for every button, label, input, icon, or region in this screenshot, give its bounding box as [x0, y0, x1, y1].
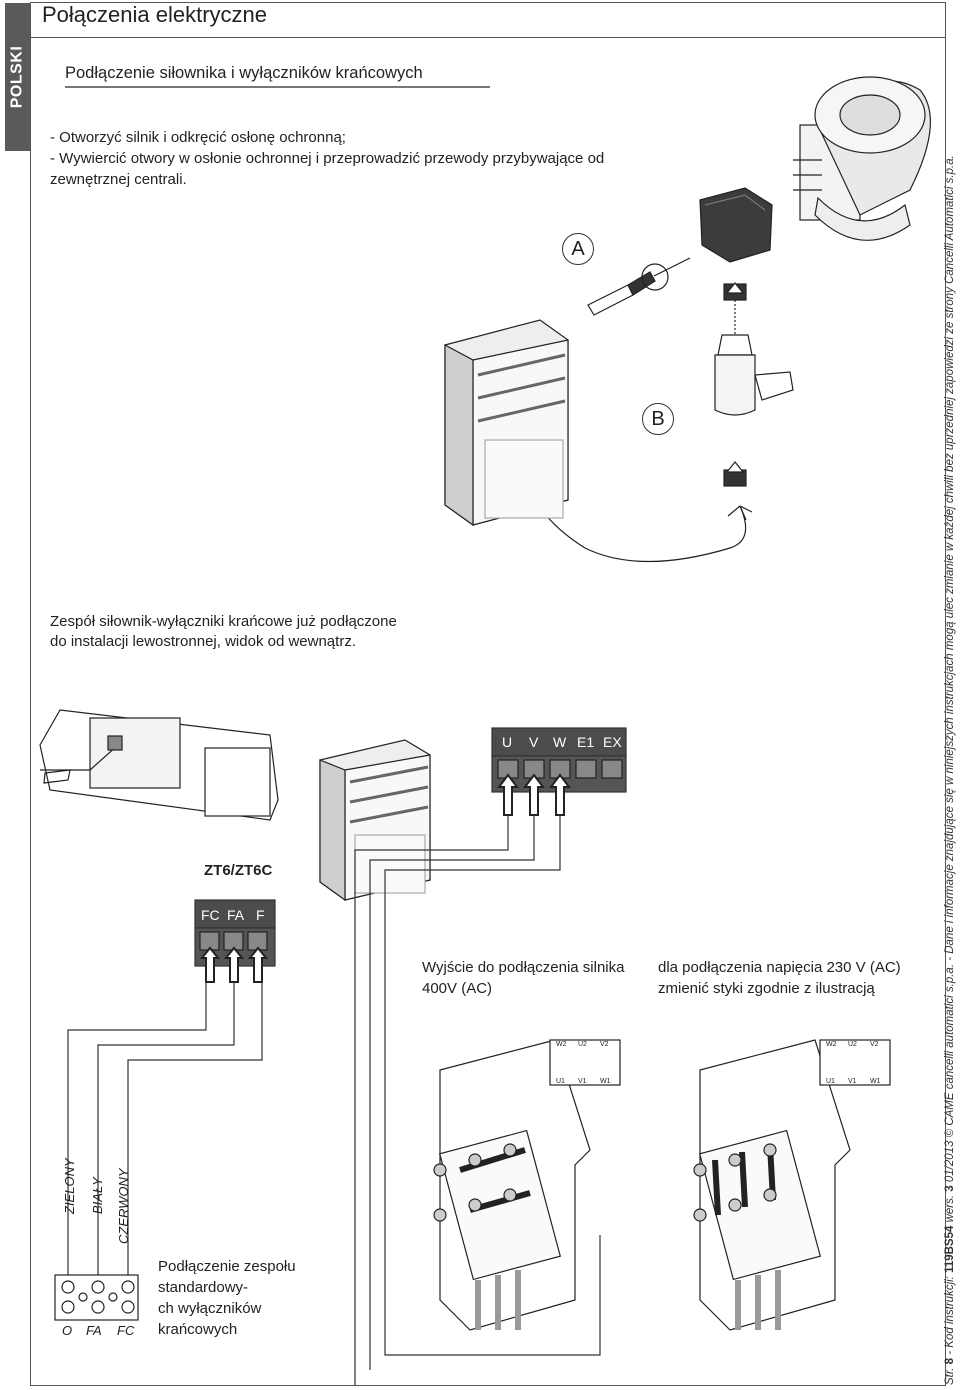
motor-terminal-block	[491, 727, 627, 816]
output-caption: Wyjście do podłączenia silnika 400V (AC)	[422, 959, 625, 997]
plate-label: U1	[826, 1078, 835, 1085]
terminal-label: FA	[227, 907, 245, 923]
footer-note: Str. 8 - Kod instrukcji: 119BS54 wers. 3…	[944, 155, 956, 1385]
terminal-label: E1	[577, 734, 595, 750]
terminal-label: V	[529, 734, 539, 750]
plate-label: U2	[848, 1041, 857, 1048]
switch-terminal-label: O	[62, 1323, 73, 1338]
plate-label: U1	[556, 1078, 565, 1085]
standard-limit-caption: Podłączenie zespołu standardowy- ch wyłą…	[158, 1258, 296, 1338]
callout-a: A	[562, 233, 594, 265]
cover-illustration	[699, 187, 773, 263]
screwdriver-illustration	[587, 257, 691, 316]
terminal-plate-230v	[693, 1039, 891, 1331]
terminal-plate-400v	[433, 1039, 621, 1331]
page-title: Połączenia elektryczne	[42, 2, 268, 27]
terminal-label: W	[553, 734, 567, 750]
plate-label: W2	[556, 1041, 567, 1048]
plate-label: W1	[870, 1078, 881, 1085]
terminal-label: U	[502, 734, 513, 750]
plate-label: W2	[826, 1041, 837, 1048]
motor-illustration	[793, 76, 931, 241]
assembly-caption: Zespół siłownik-wyłączniki krańcowe już …	[50, 613, 397, 650]
limit-switch-terminal	[54, 1274, 139, 1321]
plate-label: V2	[870, 1041, 879, 1048]
plate-label: V1	[848, 1078, 857, 1085]
instructions: - Otworzyć silnik i odkręcić osłonę ochr…	[50, 127, 604, 190]
plate-label: V1	[578, 1078, 587, 1085]
limit-block-model: ZT6/ZT6C	[204, 862, 273, 879]
instruction-line: zewnętrznej centrali.	[50, 171, 187, 188]
switch-terminal-label: FC	[117, 1323, 135, 1338]
wires	[67, 815, 601, 1385]
subtitle-divider	[65, 86, 490, 88]
language-tab: POLSKI	[5, 3, 30, 151]
plate-label: V2	[600, 1041, 609, 1048]
switch-terminal-label: FA	[86, 1323, 102, 1338]
wire-label: CZERWONY	[116, 1168, 131, 1244]
instruction-line: - Wywiercić otwory w osłonie ochronnej i…	[50, 150, 605, 167]
gearbox-illustration-top	[444, 319, 569, 527]
wire-label: BIAŁY	[90, 1177, 105, 1214]
wire-label: ZIELONY	[62, 1158, 77, 1214]
gate-assembly-illustration	[39, 709, 279, 821]
terminal-label: FC	[201, 907, 220, 923]
terminal-label: EX	[603, 734, 622, 750]
drill-illustration	[524, 282, 794, 563]
plate-label: W1	[600, 1078, 611, 1085]
plate-label: U2	[578, 1041, 587, 1048]
gearbox-illustration-bottom	[319, 739, 431, 902]
title-divider	[30, 37, 946, 38]
voltage-230-caption: dla podłączenia napięcia 230 V (AC) zmie…	[658, 959, 901, 997]
callout-b: B	[642, 403, 674, 435]
section-subtitle: Podłączenie siłownika i wyłączników krań…	[65, 64, 423, 82]
limit-terminal-block	[194, 899, 276, 983]
page-frame	[30, 2, 946, 1386]
instruction-line: - Otworzyć silnik i odkręcić osłonę ochr…	[50, 129, 346, 146]
terminal-label: F	[256, 907, 265, 923]
